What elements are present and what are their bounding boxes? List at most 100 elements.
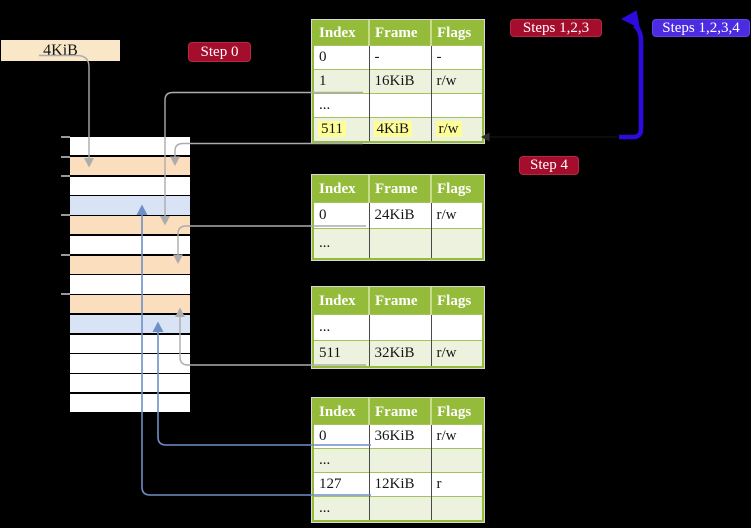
table-4-row-3-cell-0: ... [313,496,370,521]
table-3-row-0-cell-2 [431,314,483,341]
badge-steps-1-2-3: Steps 1,2,3 [510,19,602,37]
badge-step-4: Step 4 [519,156,579,175]
table-4-row-0-cell-1: 36KiB [369,424,432,449]
memory-frame-row-4 [70,216,190,235]
address-tick [61,214,70,216]
table-4-row-0-cell-2: r/w [431,424,483,449]
frame-address-label: 4KiB [1,40,120,61]
memory-frame-row-5 [70,235,190,255]
table-2-header-flags: Flags [431,176,483,203]
table-4-row-1-cell-0: ... [313,448,370,473]
highlighted-value: r/w [435,121,462,137]
table-3-row-1-cell-0: 511 [313,340,370,367]
table-2-row-0-cell-0: 0 [313,202,370,229]
table-2-row-1-cell-0: ... [313,228,370,259]
memory-frame-row-0 [70,137,190,156]
table-1-row-2-cell-1 [369,93,432,118]
table-1-row-1-cell-0: 1 [313,69,370,94]
table-1-row-0-cell-1: - [369,45,432,70]
address-tick [61,156,70,158]
table-4-row-3-cell-2 [431,496,483,521]
table-1-row-1-cell-1: 16KiB [369,69,432,94]
table-2-row-0-cell-1: 24KiB [369,202,432,229]
table-3-header-flags: Flags [431,288,483,315]
table-4-header-index: Index [313,399,370,425]
table-4-row-3-cell-1 [369,496,432,521]
address-tick [61,293,70,295]
table-3-header-frame: Frame [369,288,432,315]
table-3-header-index: Index [313,288,370,315]
table-2-row-0-cell-2: r/w [431,202,483,229]
table-1-row-2-cell-0: ... [313,93,370,118]
memory-frame-row-1 [70,156,190,176]
physical-memory-column [70,137,190,413]
table-3-row-1-cell-2: r/w [431,340,483,367]
memory-frame-row-8 [70,295,190,314]
table-1-row-3: 511 4KiB r/w [313,117,483,142]
memory-frame-row-10 [70,334,190,353]
table-4-row-2-cell-2: r [431,472,483,497]
memory-frame-row-3 [70,196,190,215]
table-4-row-1: ... [313,448,483,473]
table-1-row-3-cell-1: 4KiB [369,117,432,142]
connector-t1-entry511-recursive [174,142,363,157]
table-1-header-flags: Flags [431,21,483,46]
address-tick [61,136,70,138]
table-2-header-index: Index [313,176,370,203]
table-4-row-2-cell-0: 127 [313,472,370,497]
table-4-row-2-cell-1: 12KiB [369,472,432,497]
table-4-header-flags: Flags [431,399,483,425]
address-tick [61,254,70,256]
table-1-header-frame: Frame [369,21,432,46]
table-2-row-1-cell-1 [369,228,432,259]
highlighted-value: 511 [318,121,346,137]
table-1-row-3-cell-2: r/w [431,117,483,142]
memory-frame-row-12 [70,374,190,393]
table-4-row-3: ... [313,496,483,521]
table-1-row-0-cell-2: - [431,45,483,70]
memory-frame-row-7 [70,275,190,294]
table-1-row-0: 0-- [313,45,483,70]
table-4-row-1-cell-1 [369,448,432,473]
table-3-row-1-cell-1: 32KiB [369,340,432,367]
table-4-row-0-cell-0: 0 [313,424,370,449]
table-1-row-1-cell-2: r/w [431,69,483,94]
memory-frame-row-6 [70,255,190,274]
table-2-row-1: ... [313,228,483,259]
badge-steps-1-2-3-4: Steps 1,2,3,4 [652,19,750,37]
table-3-row-0-cell-1 [369,314,432,341]
table-4-row-1-cell-2 [431,448,483,473]
table-3-row-0-cell-0: ... [313,314,370,341]
highlighted-value: 4KiB [373,121,413,137]
address-tick [61,175,70,177]
memory-frame-row-2 [70,176,190,195]
table-1-row-2-cell-2 [431,93,483,118]
recursive-loop-arrowhead-icon [621,10,640,29]
memory-frame-row-13 [70,393,190,413]
recursive-loop-arrow [619,23,644,140]
table-3-row-0: ... [313,314,483,341]
table-2-row-1-cell-2 [431,228,483,259]
table-2-header-frame: Frame [369,176,432,203]
table-1-row-0-cell-0: 0 [313,45,370,70]
badge-step-0: Step 0 [188,42,251,62]
table-1-header-index: Index [313,21,370,46]
memory-frame-row-9 [70,314,190,334]
table-1-row-3-cell-0: 511 [313,117,370,142]
memory-frame-row-11 [70,354,190,373]
table-1-row-2: ... [313,93,483,118]
